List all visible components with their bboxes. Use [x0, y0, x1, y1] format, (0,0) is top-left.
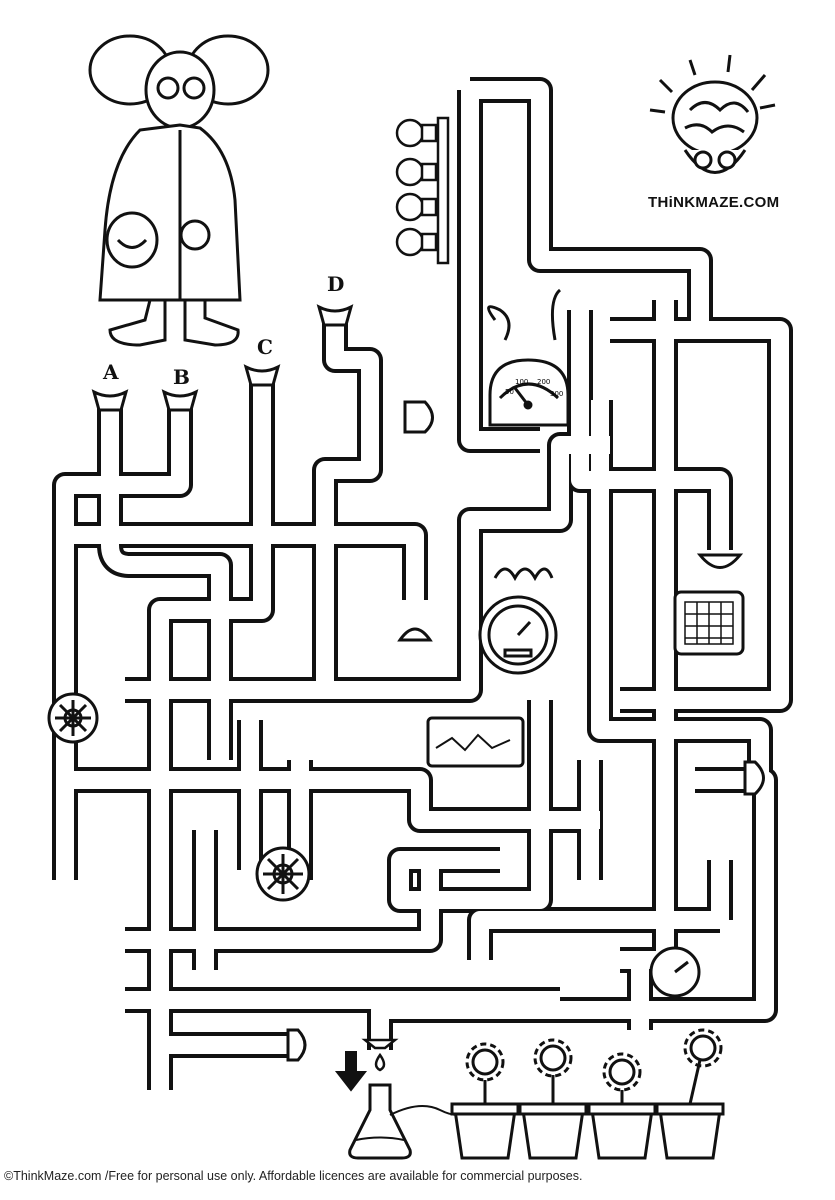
- flower-pot-icon: [587, 1052, 657, 1160]
- entry-label-b: B: [173, 365, 190, 389]
- gauge-scale-200: 200: [537, 378, 551, 386]
- gauge-icon: [478, 567, 558, 675]
- entry-label-a: A: [103, 360, 119, 384]
- entry-label-c: C: [257, 335, 273, 359]
- entry-funnels: [91, 304, 354, 412]
- drop-icon: [361, 1038, 399, 1072]
- footer-copyright: ©ThinkMaze.com /Free for personal use on…: [4, 1169, 583, 1183]
- grid-panel-icon: [673, 590, 745, 656]
- monitor-panel-icon: [426, 716, 525, 768]
- valve-wheel-icon: [255, 846, 311, 902]
- pipe-cap-icon: [286, 400, 765, 1062]
- gauge-scale-300: 300: [550, 390, 564, 398]
- gauge-icon: [487, 288, 570, 427]
- gauge-icon: [649, 946, 701, 998]
- gauge-scale-100: 100: [515, 378, 529, 386]
- gauge-scale-50: 50: [505, 388, 514, 396]
- brain-mascot-icon: [649, 54, 776, 174]
- entry-label-d: D: [327, 272, 345, 296]
- flask-icon: [348, 1083, 471, 1160]
- flower-pot-icon: [518, 1038, 588, 1160]
- scientist-icon: [88, 34, 270, 347]
- arrow-down-icon: [334, 1051, 368, 1092]
- brand-name: THiNKMAZE.COM: [648, 194, 780, 211]
- flower-pot-icon: [655, 1028, 725, 1160]
- light-bulb-icon: [395, 116, 450, 265]
- flower-pot-icon: [450, 1042, 520, 1160]
- pipe-network: [52, 77, 793, 1090]
- valve-wheel-icon: [47, 692, 99, 744]
